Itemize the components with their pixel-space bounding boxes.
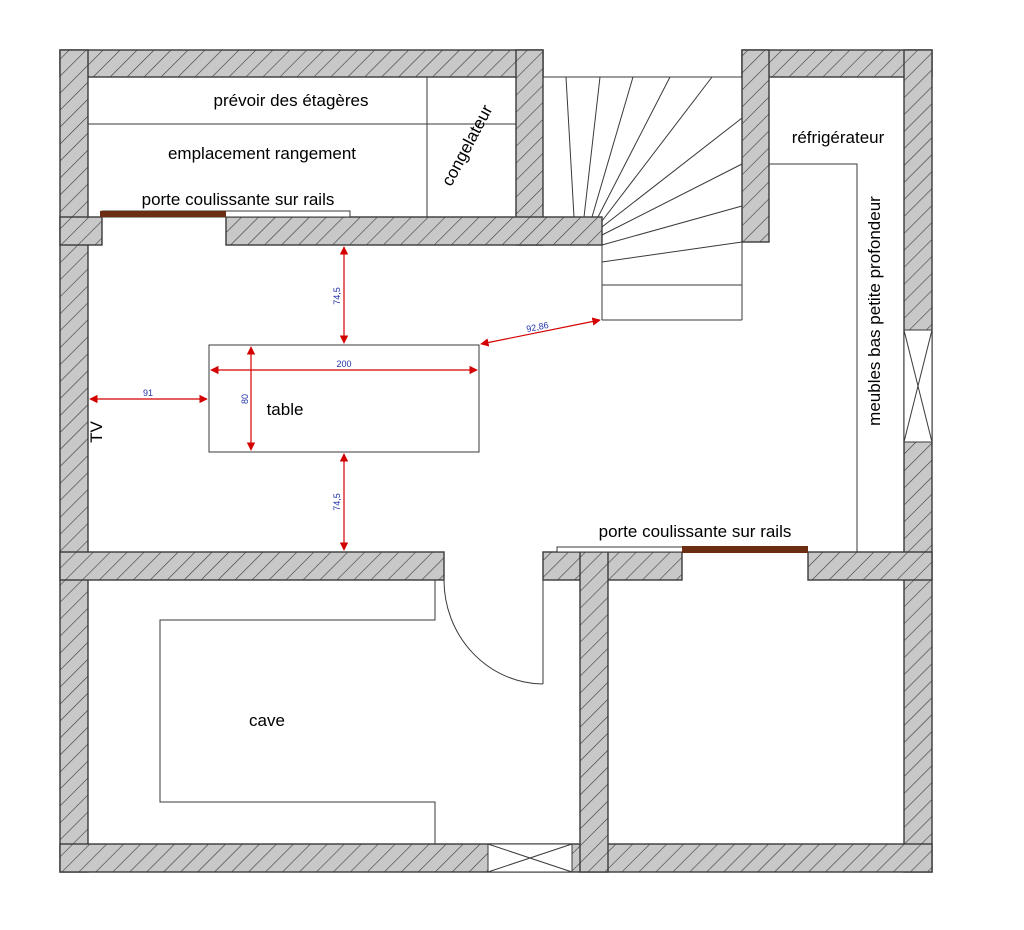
cave-shelving [159, 580, 436, 844]
label-freezer: congelateur [438, 101, 497, 189]
wall-middle-right [807, 551, 933, 581]
windows [487, 329, 933, 873]
dim-stair-distance: 92,86 [525, 320, 549, 334]
staircase [543, 76, 743, 321]
wall-top-left [59, 49, 544, 78]
wall-stub-left [59, 216, 103, 246]
dim-line-stair-distance [480, 317, 601, 347]
wall-middle-center [542, 551, 683, 581]
wall-left [59, 49, 89, 873]
dim-bottom-gap: 74,5 [332, 493, 342, 511]
swing-door [443, 579, 544, 685]
label-low-cabinets: meubles bas petite profondeur [865, 196, 884, 426]
wall-stair-right [741, 49, 770, 243]
label-cave: cave [249, 711, 285, 730]
walls [59, 49, 933, 873]
label-sliding-door-bottom: porte coulissante sur rails [599, 522, 792, 541]
label-shelves: prévoir des étagères [214, 91, 369, 110]
wall-middle-left [59, 551, 445, 581]
wall-storage-bottom [225, 216, 603, 246]
dimensions [89, 246, 601, 551]
dim-table-width: 80 [240, 394, 250, 404]
label-storage: emplacement rangement [168, 144, 356, 163]
sliding-door-top [100, 211, 226, 217]
dim-table-length: 200 [336, 359, 351, 369]
wall-storage-side [515, 49, 544, 246]
wall-cave-divider [579, 551, 609, 873]
storage-closet [88, 77, 516, 218]
label-tv: TV [87, 420, 106, 442]
label-table: table [267, 400, 304, 419]
bottom-sliding-door [556, 546, 808, 553]
wall-right [903, 49, 933, 873]
sliding-door-bottom [682, 546, 808, 553]
dim-top-gap: 74,5 [332, 287, 342, 305]
label-sliding-door-top: porte coulissante sur rails [142, 190, 335, 209]
dim-tv-distance: 91 [143, 388, 153, 398]
kitchen-furniture [769, 163, 858, 552]
label-fridge: réfrigérateur [792, 128, 885, 147]
